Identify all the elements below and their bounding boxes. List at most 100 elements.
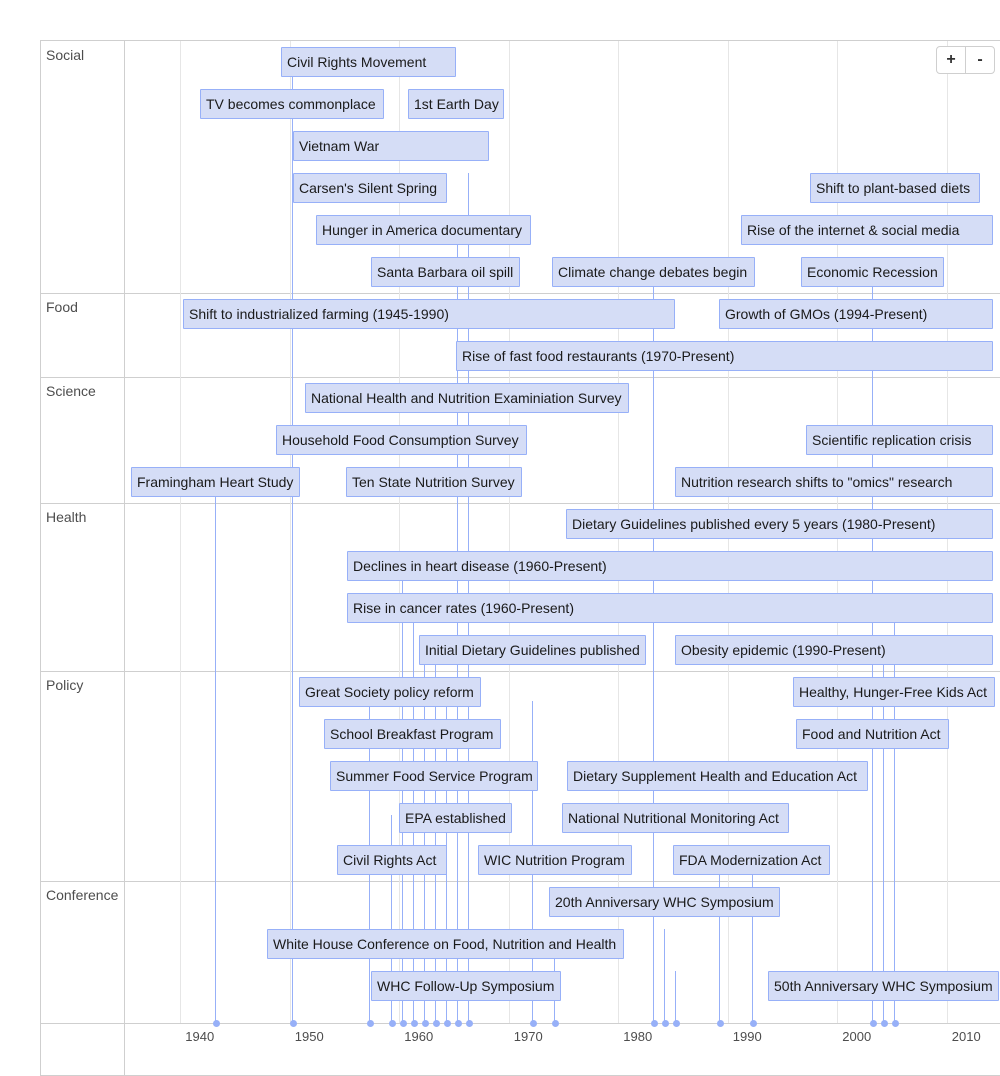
timeline-event-science[interactable]: Ten State Nutrition Survey: [346, 467, 522, 497]
axis-tick-label: 1990: [732, 1029, 762, 1044]
axis-marker-dot[interactable]: [366, 1020, 374, 1027]
timeline-event-policy[interactable]: Dietary Supplement Health and Education …: [567, 761, 868, 791]
timeline-event-science[interactable]: Nutrition research shifts to "omics" res…: [675, 467, 993, 497]
timeline[interactable]: Social Food Science Health Policy Confer…: [40, 40, 1000, 1076]
axis-marker-dot[interactable]: [421, 1020, 429, 1027]
event-connector-line: [653, 287, 654, 1023]
axis-marker-dot[interactable]: [465, 1020, 473, 1027]
axis-tick-label: 1980: [623, 1029, 653, 1044]
timeline-event-policy[interactable]: Great Society policy reform: [299, 677, 481, 707]
event-connector-line: [719, 845, 720, 1023]
group-separator: [41, 377, 1000, 378]
axis-marker-dot[interactable]: [289, 1020, 297, 1027]
grid-line: [399, 41, 401, 1023]
timeline-event-food[interactable]: Growth of GMOs (1994-Present): [719, 299, 993, 329]
group-separator: [41, 293, 1000, 294]
axis-marker-dot[interactable]: [661, 1020, 669, 1027]
timeline-event-social[interactable]: Rise of the internet & social media: [741, 215, 993, 245]
grid-line: [180, 41, 182, 1023]
timeline-event-health[interactable]: Rise in cancer rates (1960-Present): [347, 593, 993, 623]
axis-marker-dot[interactable]: [880, 1020, 888, 1027]
event-connector-line: [292, 77, 293, 1023]
timeline-event-health[interactable]: Dietary Guidelines published every 5 yea…: [566, 509, 993, 539]
event-connector-line: [391, 815, 392, 1023]
timeline-event-policy[interactable]: National Nutritional Monitoring Act: [562, 803, 789, 833]
axis-tick-label: 1970: [513, 1029, 543, 1044]
timeline-event-policy[interactable]: Healthy, Hunger-Free Kids Act: [793, 677, 995, 707]
timeline-event-health[interactable]: Initial Dietary Guidelines published: [419, 635, 646, 665]
timeline-event-social[interactable]: Climate change debates begin: [552, 257, 755, 287]
timeline-event-conference[interactable]: 50th Anniversary WHC Symposium: [768, 971, 999, 1001]
timeline-event-social[interactable]: Carsen's Silent Spring: [293, 173, 447, 203]
axis-marker-dot[interactable]: [432, 1020, 440, 1027]
timeline-event-policy[interactable]: Civil Rights Act: [337, 845, 447, 875]
timeline-event-science[interactable]: Framingham Heart Study: [131, 467, 300, 497]
timeline-event-conference[interactable]: 20th Anniversary WHC Symposium: [549, 887, 780, 917]
timeline-event-health[interactable]: Obesity epidemic (1990-Present): [675, 635, 993, 665]
timeline-event-social[interactable]: 1st Earth Day: [408, 89, 504, 119]
group-label-column: Social Food Science Health Policy Confer…: [41, 41, 125, 1075]
axis-tick-label: 2000: [842, 1029, 872, 1044]
axis-separator: [41, 1023, 1000, 1024]
timeline-event-social[interactable]: Hunger in America documentary: [316, 215, 531, 245]
zoom-in-button[interactable]: +: [936, 46, 966, 74]
grid-line: [508, 41, 510, 1023]
event-connector-line: [215, 497, 216, 1023]
event-connector-line: [752, 845, 753, 1023]
timeline-event-science[interactable]: National Health and Nutrition Examiniati…: [305, 383, 629, 413]
timeline-event-science[interactable]: Scientific replication crisis: [806, 425, 993, 455]
axis-marker-dot[interactable]: [749, 1020, 757, 1027]
group-label-policy: Policy: [46, 677, 84, 693]
axis-marker-dot[interactable]: [454, 1020, 462, 1027]
event-connector-line: [894, 593, 895, 1023]
event-connector-line: [435, 659, 436, 1023]
timeline-event-policy[interactable]: Food and Nutrition Act: [796, 719, 949, 749]
timeline-event-conference[interactable]: WHC Follow-Up Symposium: [371, 971, 561, 1001]
axis-marker-dot[interactable]: [399, 1020, 407, 1027]
group-separator: [41, 881, 1000, 882]
axis-marker-dot[interactable]: [388, 1020, 396, 1027]
axis-marker-dot[interactable]: [551, 1020, 559, 1027]
axis-marker-dot[interactable]: [716, 1020, 724, 1027]
grid-line: [289, 41, 291, 1023]
group-separator: [41, 503, 1000, 504]
timeline-event-social[interactable]: Economic Recession: [801, 257, 944, 287]
timeline-event-social[interactable]: Civil Rights Movement: [281, 47, 456, 77]
timeline-event-policy[interactable]: Summer Food Service Program: [330, 761, 538, 791]
event-connector-line: [664, 929, 665, 1023]
group-separator: [41, 671, 1000, 672]
timeline-event-policy[interactable]: EPA established: [399, 803, 512, 833]
timeline-event-food[interactable]: Shift to industrialized farming (1945-19…: [183, 299, 675, 329]
axis-tick-label: 1940: [185, 1029, 215, 1044]
timeline-event-social[interactable]: Vietnam War: [293, 131, 489, 161]
timeline-event-policy[interactable]: School Breakfast Program: [324, 719, 501, 749]
axis-marker-dot[interactable]: [672, 1020, 680, 1027]
axis-marker-dot[interactable]: [650, 1020, 658, 1027]
timeline-event-social[interactable]: Santa Barbara oil spill: [371, 257, 520, 287]
timeline-event-conference[interactable]: White House Conference on Food, Nutritio…: [267, 929, 624, 959]
group-label-conference: Conference: [46, 887, 119, 903]
timeline-event-policy[interactable]: FDA Modernization Act: [673, 845, 830, 875]
group-label-social: Social: [46, 47, 85, 63]
axis-marker-dot[interactable]: [443, 1020, 451, 1027]
timeline-event-social[interactable]: Shift to plant-based diets: [810, 173, 980, 203]
timeline-event-health[interactable]: Declines in heart disease (1960-Present): [347, 551, 993, 581]
timeline-event-policy[interactable]: WIC Nutrition Program: [478, 845, 632, 875]
event-connector-line: [675, 971, 676, 1023]
axis-tick-label: 1950: [294, 1029, 324, 1044]
timeline-event-social[interactable]: TV becomes commonplace: [200, 89, 384, 119]
axis-marker-dot[interactable]: [891, 1020, 899, 1027]
axis-marker-dot[interactable]: [410, 1020, 418, 1027]
axis-tick-label: 1960: [404, 1029, 434, 1044]
axis-marker-dot[interactable]: [869, 1020, 877, 1027]
timeline-event-science[interactable]: Household Food Consumption Survey: [276, 425, 527, 455]
axis-marker-dot[interactable]: [212, 1020, 220, 1027]
group-label-health: Health: [46, 509, 87, 525]
group-label-science: Science: [46, 383, 96, 399]
timeline-event-food[interactable]: Rise of fast food restaurants (1970-Pres…: [456, 341, 993, 371]
event-connector-line: [883, 635, 884, 1023]
zoom-out-button[interactable]: -: [965, 46, 995, 74]
axis-tick-label: 2010: [951, 1029, 981, 1044]
axis-marker-dot[interactable]: [529, 1020, 537, 1027]
group-label-food: Food: [46, 299, 78, 315]
